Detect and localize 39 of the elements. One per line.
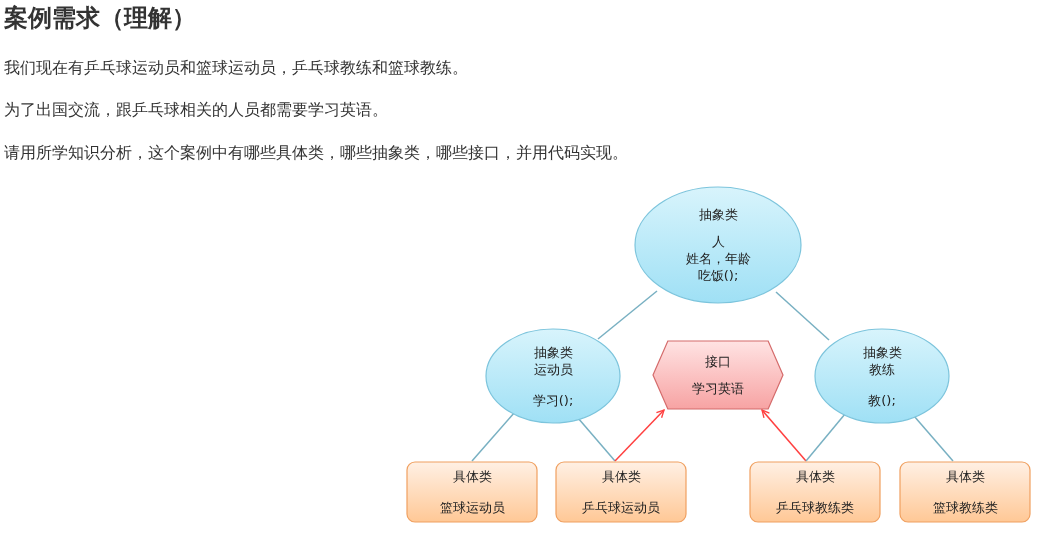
connector-line bbox=[775, 291, 830, 341]
class-kind-label: 抽象类 bbox=[862, 343, 902, 361]
connector-line bbox=[805, 413, 846, 462]
class-text: 运动员 bbox=[533, 360, 573, 378]
class-text: 篮球运动员 bbox=[439, 499, 505, 516]
paragraph: 请用所学知识分析，这个案例中有哪些具体类，哪些抽象类，哪些接口，并用代码实现。 bbox=[4, 143, 628, 164]
connector-line bbox=[577, 417, 616, 462]
concrete-class-box bbox=[749, 461, 881, 523]
class-kind-label: 具体类 bbox=[795, 468, 835, 485]
class-kind-label: 接口 bbox=[705, 353, 731, 370]
class-kind-label: 抽象类 bbox=[533, 343, 573, 361]
arrow bbox=[614, 409, 665, 462]
connector-line bbox=[913, 415, 954, 462]
class-text: 人 bbox=[711, 233, 725, 250]
class-kind-label: 具体类 bbox=[601, 468, 641, 485]
arrow bbox=[761, 409, 807, 462]
paragraph: 我们现在有乒乓球运动员和篮球运动员，乒乓球教练和篮球教练。 bbox=[4, 58, 468, 79]
concrete-class-box bbox=[899, 461, 1031, 523]
heading: 案例需求（理解） bbox=[4, 3, 196, 34]
class-kind-label: 具体类 bbox=[452, 468, 492, 485]
class-text: 乒乓球运动员 bbox=[582, 499, 660, 516]
class-text: 篮球教练类 bbox=[932, 499, 998, 516]
class-text: 学习英语 bbox=[692, 380, 744, 397]
class-text: 教(); bbox=[868, 391, 896, 409]
class-text: 学习(); bbox=[532, 391, 574, 409]
class-text: 乒乓球教练类 bbox=[776, 499, 854, 516]
class-text: 吃饭(); bbox=[697, 267, 739, 284]
class-kind-label: 抽象类 bbox=[698, 206, 738, 223]
concrete-class-box bbox=[406, 461, 538, 523]
connector-line bbox=[597, 290, 658, 340]
abstract-class-ellipse bbox=[634, 186, 802, 304]
class-kind-label: 具体类 bbox=[945, 468, 985, 485]
class-text: 姓名，年龄 bbox=[685, 250, 751, 267]
paragraph: 为了出国交流，跟乒乓球相关的人员都需要学习英语。 bbox=[4, 100, 388, 121]
interface-hexagon bbox=[652, 340, 784, 410]
abstract-class-ellipse bbox=[485, 328, 621, 424]
abstract-class-ellipse bbox=[814, 328, 950, 424]
concrete-class-box bbox=[555, 461, 687, 523]
class-text: 教练 bbox=[869, 360, 895, 378]
